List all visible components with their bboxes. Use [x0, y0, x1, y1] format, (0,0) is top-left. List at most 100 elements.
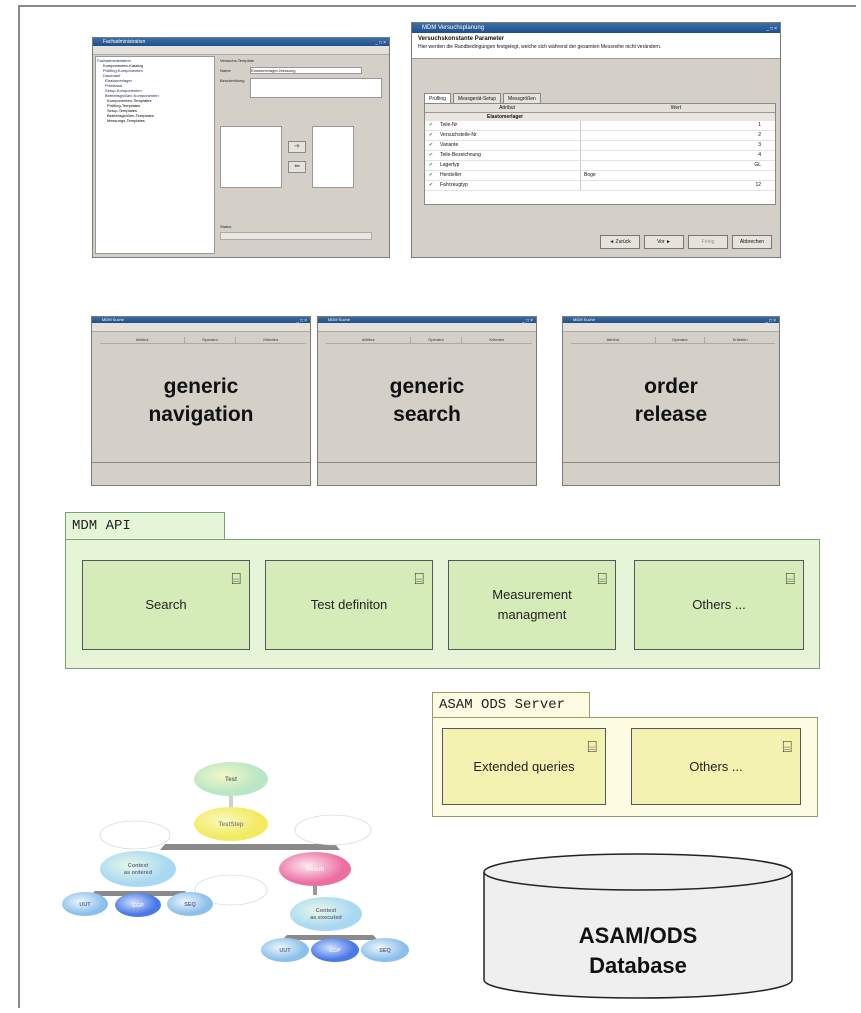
screenshot-versuchsplanung: MDM Versuchsplanung_□× Versuchskonstante…	[411, 22, 781, 258]
row-value[interactable]: 12	[755, 182, 761, 188]
available-templates-list[interactable]	[220, 126, 282, 188]
tab-1[interactable]: Messgerät-Setup	[452, 93, 502, 104]
wizard-button-3[interactable]: Abbrechen	[732, 235, 772, 249]
node-seq-executed-label: SEQ	[379, 948, 391, 954]
col-header-attribut: Attribut	[499, 105, 515, 111]
status-label: Status	[220, 224, 232, 229]
api-component[interactable]: ⌸Others ...	[634, 560, 804, 650]
api-component[interactable]: ⌸Test definiton	[265, 560, 433, 650]
empty-node	[99, 820, 171, 850]
ods-component[interactable]: ⌸Others ...	[631, 728, 801, 805]
tree-item[interactable]: Betriebsgrößen-Templates	[107, 113, 154, 118]
tree-item[interactable]: Setup-Templates	[107, 108, 138, 113]
asam-ods-database: ASAM/ODS Database	[483, 853, 793, 999]
window-controls-icon[interactable]: _□×	[522, 318, 534, 324]
divider	[563, 462, 779, 463]
wizard-button-2[interactable]: Fertig	[688, 235, 728, 249]
row-value[interactable]: 1	[758, 122, 761, 128]
assigned-templates-list[interactable]	[312, 126, 354, 188]
col-kriterien: Kriterien	[704, 337, 775, 343]
window-controls-icon[interactable]: _□×	[766, 26, 778, 32]
row-value[interactable]: 4	[758, 152, 761, 158]
row-attribute: Versuchsteile-Nr	[437, 131, 581, 140]
node-context-ordered-line2: as ordered	[124, 870, 152, 876]
row-attribute: Lagertyp	[437, 161, 581, 170]
row-value[interactable]: 3	[758, 142, 761, 148]
tree-item[interactable]: Prüfling-Templates	[107, 103, 141, 108]
col-operator: Operator	[410, 337, 460, 343]
tree-item[interactable]: Prüfling-Komponenten	[103, 68, 143, 73]
description-field[interactable]	[250, 78, 382, 98]
status-bar	[220, 232, 372, 240]
window-controls-icon[interactable]: _□×	[296, 318, 308, 324]
node-seq-ordered	[167, 892, 213, 916]
move-right-button[interactable]: ➔	[288, 141, 306, 153]
check-icon: ✔	[428, 132, 434, 138]
node-uut-ordered-label: UUT	[79, 902, 91, 908]
row-value[interactable]: Boge	[584, 172, 596, 178]
node-egp-ordered-label: EGP	[132, 903, 144, 909]
ods-component[interactable]: ⌸Extended queries	[442, 728, 606, 805]
tree-item[interactable]: Dauerlauf	[103, 73, 121, 78]
tree-item[interactable]: Setup-Komponenten	[105, 88, 142, 93]
mini-label-line2: release	[634, 403, 708, 426]
table-row[interactable]: ✔Versuchsteile-Nr 2	[425, 131, 775, 141]
node-uut-ordered	[62, 892, 108, 916]
check-icon: ✔	[428, 122, 434, 128]
name-field[interactable]: Elastomerlager-Messung	[250, 67, 362, 74]
node-context-executed	[290, 897, 362, 931]
tree-item[interactable]: Komponenten-Templates	[107, 98, 152, 103]
empty-node	[294, 814, 372, 846]
screenshot-fachadministration: Fachadministration _□× Fachadministration…	[92, 37, 390, 258]
link-test-teststep	[229, 788, 233, 813]
component-label-line1: Measurement	[492, 587, 572, 602]
component-icon: ⌸	[231, 569, 241, 588]
tree-item[interactable]: Komponenten-Katalog	[103, 63, 143, 68]
wizard-button-0[interactable]: ◄ Zurück	[600, 235, 640, 249]
tab-2[interactable]: Messgrößen	[503, 93, 541, 104]
mini-label-line1: generic	[389, 375, 465, 398]
divider	[92, 462, 310, 463]
mini-label-line1: order	[644, 375, 698, 398]
node-context-ordered-line1: Context	[128, 863, 149, 869]
tree-item[interactable]: Messungs-Templates	[107, 118, 145, 123]
component-label-line1: Search	[145, 597, 187, 612]
tree-item[interactable]: Fachadministration	[97, 58, 131, 63]
wizard-button-1[interactable]: Vor ►	[644, 235, 684, 249]
tab-0[interactable]: Prüfling	[424, 93, 451, 104]
row-value[interactable]: GL	[754, 162, 761, 168]
toolbar	[318, 323, 536, 332]
col-header-wert: Wert	[670, 105, 682, 111]
move-left-button[interactable]: ⬅	[288, 161, 306, 173]
template-label: Versuchs-Template	[220, 58, 255, 63]
row-attribute: Fahrzeugtyp	[437, 181, 581, 190]
node-test-label: Test	[225, 777, 237, 783]
node-teststep-label: TestStep	[219, 822, 244, 828]
empty-node	[194, 874, 268, 906]
tree-item[interactable]: Prüfstand	[105, 83, 123, 88]
row-value[interactable]: 2	[758, 132, 761, 138]
component-icon: ⌸	[785, 569, 795, 588]
window-controls-icon[interactable]: _□×	[375, 40, 387, 46]
window-title: Fachadministration	[103, 39, 146, 45]
window-title: MDM Suche	[328, 317, 351, 322]
description-label: Beschreibung	[220, 78, 245, 83]
check-icon: ✔	[428, 182, 434, 188]
component-icon: ⌸	[597, 569, 607, 588]
window-controls-icon[interactable]: _□×	[765, 318, 777, 324]
row-attribute: Variante	[437, 141, 581, 150]
table-row[interactable]: ✔Fahrzeugtyp 12	[425, 181, 775, 191]
node-egp-executed	[311, 938, 359, 962]
mdm-api-title: MDM API	[72, 518, 131, 534]
api-component[interactable]: ⌸ Search	[82, 560, 250, 650]
tree-item[interactable]: Elastomerlager	[105, 78, 132, 83]
tree-item[interactable]: Betriebsgrößen-Komponenten	[105, 93, 159, 98]
